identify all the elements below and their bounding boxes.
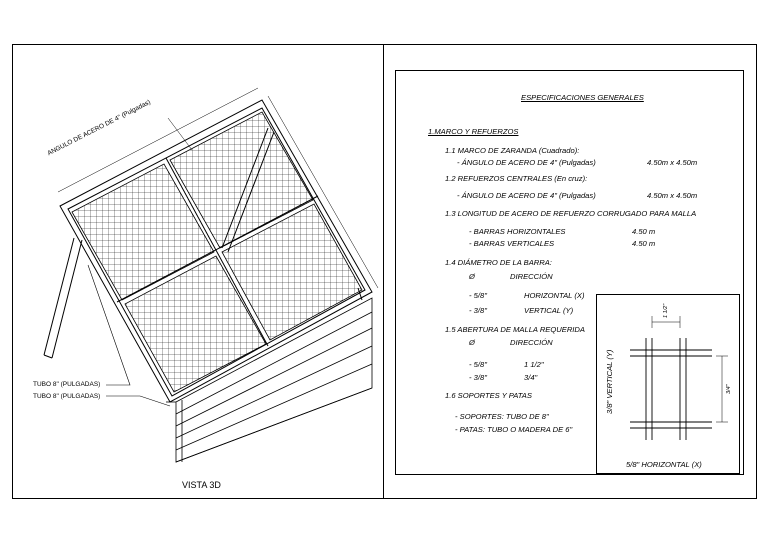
spec-1-4-col1: Ø — [469, 272, 475, 281]
detail-dimension-lines — [651, 316, 728, 423]
tube-label-2: TUBO 8" (PULGADAS) — [33, 393, 101, 400]
spec-1-3-horizontal: - BARRAS HORIZONTALES — [469, 227, 566, 236]
detail-horizontal-label: 5/8" HORIZONTAL (X) — [626, 460, 702, 469]
spec-1-4-row1-dir: HORIZONTAL (X) — [524, 291, 585, 300]
spec-1-2-item: - ÁNGULO DE ACERO DE 4" (Pulgadas) — [457, 191, 596, 200]
spec-1-5: 1.5 ABERTURA DE MALLA REQUERIDA — [445, 325, 585, 334]
spec-1-3-horizontal-value: 4.50 m — [632, 227, 656, 236]
spec-1-5-row1-size: 1 1/2" — [524, 360, 544, 369]
rear-leg-left — [43, 237, 83, 359]
leader-lines — [87, 264, 171, 407]
spec-1-4-col2: DIRECCIÓN — [510, 272, 553, 281]
detail-vertical-label: 3/8" VERTICAL (Y) — [605, 349, 614, 414]
spec-1-5-row2-dia: - 3/8" — [469, 373, 487, 382]
mesh-panels — [71, 111, 363, 393]
spec-1-4-row1-dia: - 5/8" — [469, 291, 487, 300]
spec-1-1-item: - ÁNGULO DE ACERO DE 4" (Pulgadas) — [457, 158, 596, 167]
mesh-panel-bottom-right — [221, 203, 363, 341]
dimension-lines — [57, 87, 379, 289]
spec-1-2: 1.2 REFUERZOS CENTRALES (En cruz): — [445, 174, 588, 183]
spec-1-4: 1.4 DIÁMETRO DE LA BARRA: — [445, 258, 552, 267]
spec-sheet-panel — [383, 44, 757, 499]
spec-1-6-legs: - PATAS: TUBO O MADERA DE 6" — [455, 425, 573, 434]
cross-reinforcement — [116, 157, 319, 347]
spec-1-4-row2-dia: - 3/8" — [469, 306, 487, 315]
tube-label-1: TUBO 8" (PULGADAS) — [33, 381, 101, 388]
spec-1-1: 1.1 MARCO DE ZARANDA (Cuadrado): — [445, 146, 580, 155]
spec-1-1-value: 4.50m x 4.50m — [647, 158, 698, 167]
spec-1-3-vertical: - BARRAS VERTICALES — [469, 239, 555, 248]
front-wall — [166, 297, 373, 463]
screen-frame — [59, 99, 373, 403]
spec-1-4-row2-dir: VERTICAL (Y) — [524, 306, 574, 315]
spec-1-6-supports: - SOPORTES: TUBO DE 8" — [455, 412, 549, 421]
spec-1-5-row1-dia: - 5/8" — [469, 360, 487, 369]
spec-1-5-col2: DIRECCIÓN — [510, 338, 553, 347]
spec-1-6: 1.6 SOPORTES Y PATAS — [445, 391, 532, 400]
spec-1-5-row2-size: 3/4" — [524, 373, 538, 382]
spec-inner-border — [395, 70, 744, 475]
spec-title: ESPECIFICACIONES GENERALES — [521, 93, 644, 102]
view-title: VISTA 3D — [182, 480, 221, 490]
spec-1-3: 1.3 LONGITUD DE ACERO DE REFUERZO CORRUG… — [445, 209, 697, 218]
mesh-detail-box — [596, 294, 740, 474]
spec-1-5-col1: Ø — [469, 338, 475, 347]
detail-dim-top: 1 1/2" — [663, 303, 669, 318]
spec-1-3-vertical-value: 4.50 m — [632, 239, 656, 248]
spec-heading-1: 1.MARCO Y REFUERZOS — [428, 127, 519, 136]
diagonal-brace — [221, 127, 275, 253]
mesh-panel-top-left — [71, 163, 215, 301]
mesh-panel-bottom-left — [124, 255, 267, 393]
detail-dim-right: 3/4" — [726, 384, 732, 394]
spec-1-2-value: 4.50m x 4.50m — [647, 191, 698, 200]
mesh-panel-top-right — [169, 111, 314, 249]
